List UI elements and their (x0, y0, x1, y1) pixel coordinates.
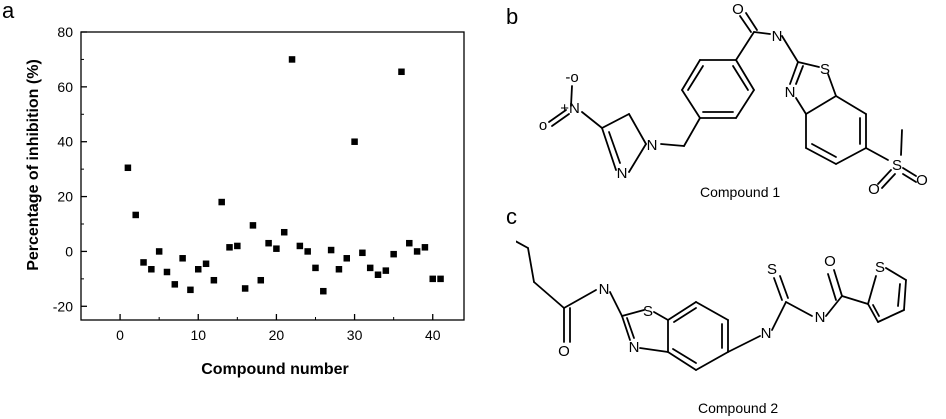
y-axis-title: Percentage of inhibition (%) (25, 59, 42, 271)
data-point (249, 222, 257, 229)
data-point (398, 68, 405, 76)
atom-s-thiazole: S (820, 61, 830, 78)
data-point (194, 266, 202, 273)
data-point (327, 246, 335, 254)
atom-o-sulfonyl-1: O (868, 181, 880, 198)
x-tick-label: 10 (190, 327, 206, 343)
data-point (343, 255, 351, 262)
data-point (202, 260, 210, 268)
scatter-plot: -20 0 20 40 60 80 0 10 20 30 40 Compound number P… (25, 24, 465, 378)
x-axis-title: Compound number (201, 361, 349, 378)
data-point (429, 275, 436, 283)
y-tick-label: 40 (57, 134, 73, 150)
data-point (140, 259, 147, 266)
data-point (406, 239, 413, 247)
data-point (304, 248, 311, 255)
data-point (226, 244, 233, 251)
data-point (163, 268, 171, 276)
data-point (257, 276, 265, 284)
atom-o-nitro: o (539, 117, 547, 134)
data-point (171, 281, 179, 288)
data-point (273, 245, 280, 252)
x-tick-label: 40 (425, 327, 441, 343)
compound-2-caption: Compound 2 (698, 400, 779, 416)
data-point (382, 267, 390, 274)
x-tick-label: 0 (116, 327, 124, 343)
data-point (366, 264, 374, 272)
y-tick-label: 0 (65, 243, 73, 259)
data-point (155, 248, 163, 255)
data-point (437, 275, 444, 283)
data-point (288, 56, 296, 63)
plot-frame (80, 31, 465, 321)
atom-o-sulfonyl-2: O (916, 172, 928, 189)
atom-n-amide: N (772, 28, 783, 45)
atom-o-carbonyl: O (732, 1, 744, 18)
compound-2-structure: N O S N S N N O S (516, 240, 907, 371)
data-point (210, 276, 218, 284)
panel-label-b: b (506, 4, 519, 29)
y-tick-label: 80 (57, 24, 73, 40)
atom-n-pyrazole-2: N (617, 165, 628, 182)
atom-n-thiazole: N (785, 84, 796, 101)
data-point (148, 266, 155, 273)
data-point (374, 271, 382, 278)
atom-n-plus: +N (560, 100, 580, 117)
data-point (413, 248, 421, 255)
atom-s-thiocarbonyl: S (767, 261, 777, 278)
data-point (296, 242, 304, 250)
atom-n-thiazole: N (629, 339, 640, 356)
data-point (132, 211, 139, 219)
data-point (124, 164, 132, 172)
atom-n-thiourea: N (761, 325, 772, 342)
atom-s-thiazole: S (643, 303, 653, 320)
y-tick-label: -20 (53, 298, 73, 314)
data-point (335, 266, 343, 273)
y-tick-label: 60 (57, 79, 73, 95)
atom-s-thiophene: S (875, 259, 885, 276)
data-point (218, 198, 225, 206)
atom-n-pyrazole-1: N (647, 137, 658, 154)
data-point (265, 239, 272, 247)
data-point (421, 244, 429, 251)
x-tick-label: 30 (347, 327, 363, 343)
y-tick-label: 20 (57, 189, 73, 205)
data-point (179, 255, 186, 262)
panel-label-a: a (2, 0, 15, 23)
data-point (359, 249, 366, 257)
atom-o-minus: -o (565, 69, 578, 86)
atom-n-acyl: N (815, 309, 826, 326)
x-tick-label: 20 (269, 327, 285, 343)
data-point (280, 228, 288, 236)
data-point (320, 287, 327, 295)
data-point (390, 250, 397, 258)
data-point (312, 264, 319, 272)
atom-o-amide: O (558, 343, 570, 360)
atom-s-sulfonyl: S (892, 157, 902, 174)
panel-label-c: c (506, 204, 517, 229)
data-point (241, 285, 249, 292)
atom-o-carbonyl: O (824, 253, 836, 270)
data-point (187, 286, 194, 294)
atom-n-amide: N (599, 281, 610, 298)
compound-1-caption: Compound 1 (700, 184, 781, 200)
compound-1-structure: O N S N -o +N o N N S O O (539, 1, 928, 198)
data-point (351, 138, 358, 145)
data-point (234, 242, 241, 250)
